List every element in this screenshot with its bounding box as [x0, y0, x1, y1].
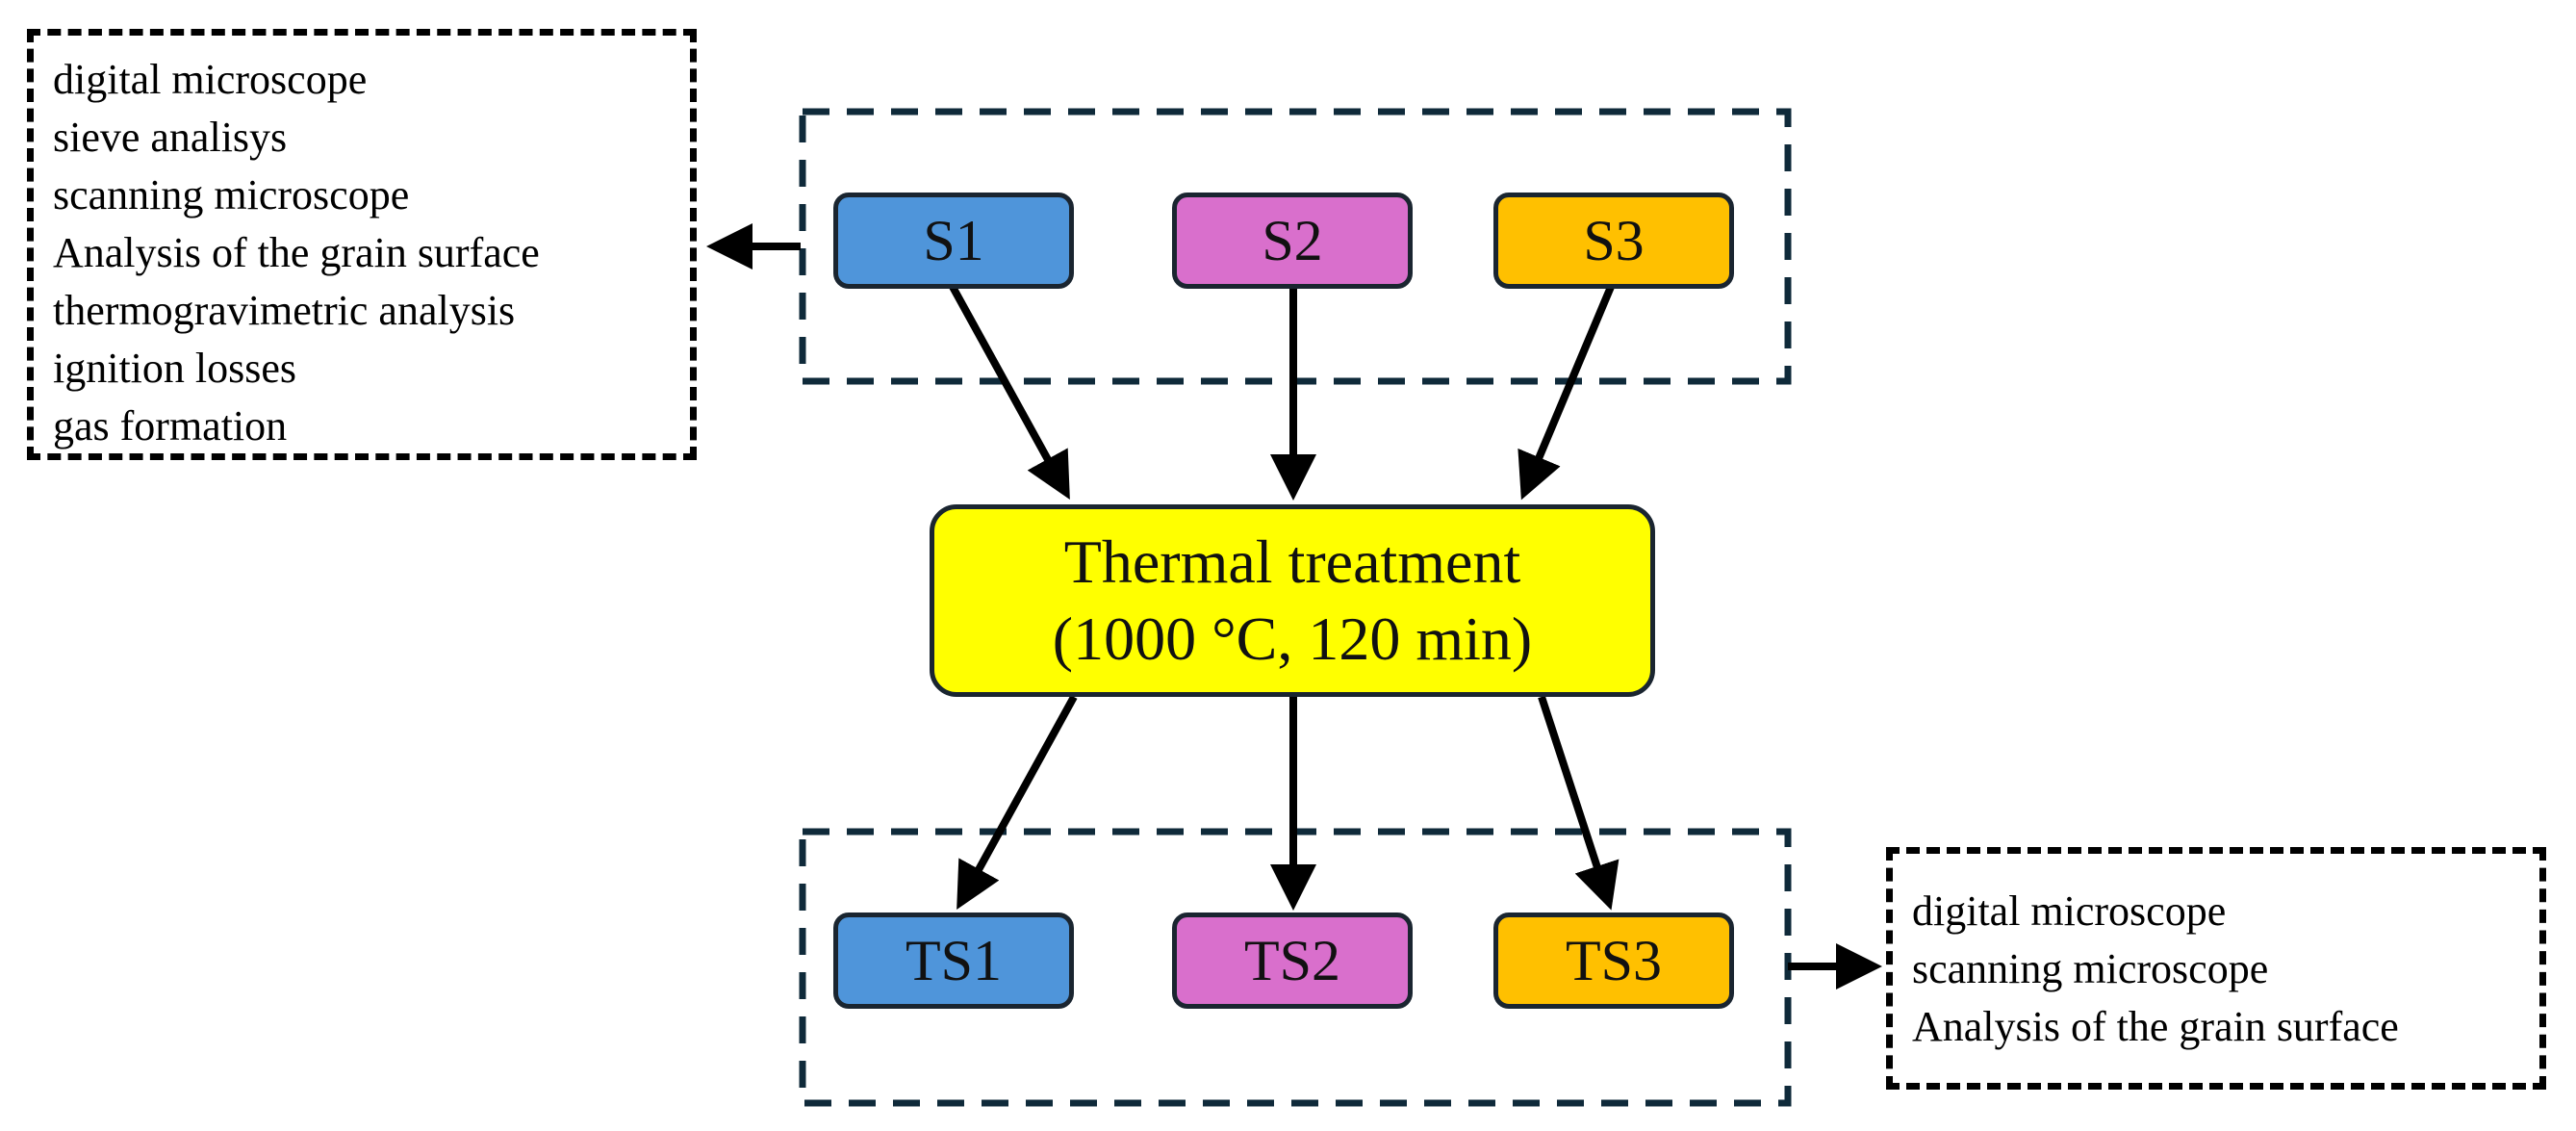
raw-analyses-box: digital microscope sieve analisys scanni…: [27, 29, 697, 460]
treated-analysis-item: scanning microscope: [1912, 945, 2269, 992]
raw-analysis-item: thermogravimetric analysis: [53, 287, 516, 334]
raw-analysis-item: Analysis of the grain surface: [53, 229, 540, 276]
sample-s1-box: S1: [833, 193, 1074, 289]
treated-analyses-list: digital microscope scanning microscope A…: [1912, 883, 2539, 1056]
arrow-s1-to-treatment: [949, 285, 1070, 501]
raw-analysis-item: scanning microscope: [53, 171, 410, 218]
arrow-s3-to-treatment: [1518, 285, 1615, 501]
sample-s3-box: S3: [1493, 193, 1734, 289]
treated-analyses-box: digital microscope scanning microscope A…: [1886, 847, 2546, 1090]
sample-s2-box: S2: [1172, 193, 1413, 289]
treatment-title: Thermal treatment: [1063, 527, 1521, 596]
arrow-treatment-to-ts1: [956, 695, 1078, 911]
arrow-treatment-to-ts3: [1538, 695, 1620, 911]
sample-ts3-box: TS3: [1493, 913, 1734, 1009]
sample-ts1-box: TS1: [833, 913, 1074, 1009]
raw-analyses-list: digital microscope sieve analisys scanni…: [53, 51, 690, 455]
treated-analysis-item: Analysis of the grain surface: [1912, 1003, 2399, 1050]
raw-analysis-item: gas formation: [53, 402, 288, 450]
treatment-conditions: (1000 °C, 120 min): [1052, 604, 1533, 673]
raw-analysis-item: sieve analisys: [53, 114, 288, 161]
sample-ts2-box: TS2: [1172, 913, 1413, 1009]
raw-analysis-item: ignition losses: [53, 345, 297, 392]
raw-analysis-item: digital microscope: [53, 56, 368, 103]
thermal-treatment-box: Thermal treatment (1000 °C, 120 min): [930, 504, 1655, 697]
treated-analysis-item: digital microscope: [1912, 887, 2227, 935]
